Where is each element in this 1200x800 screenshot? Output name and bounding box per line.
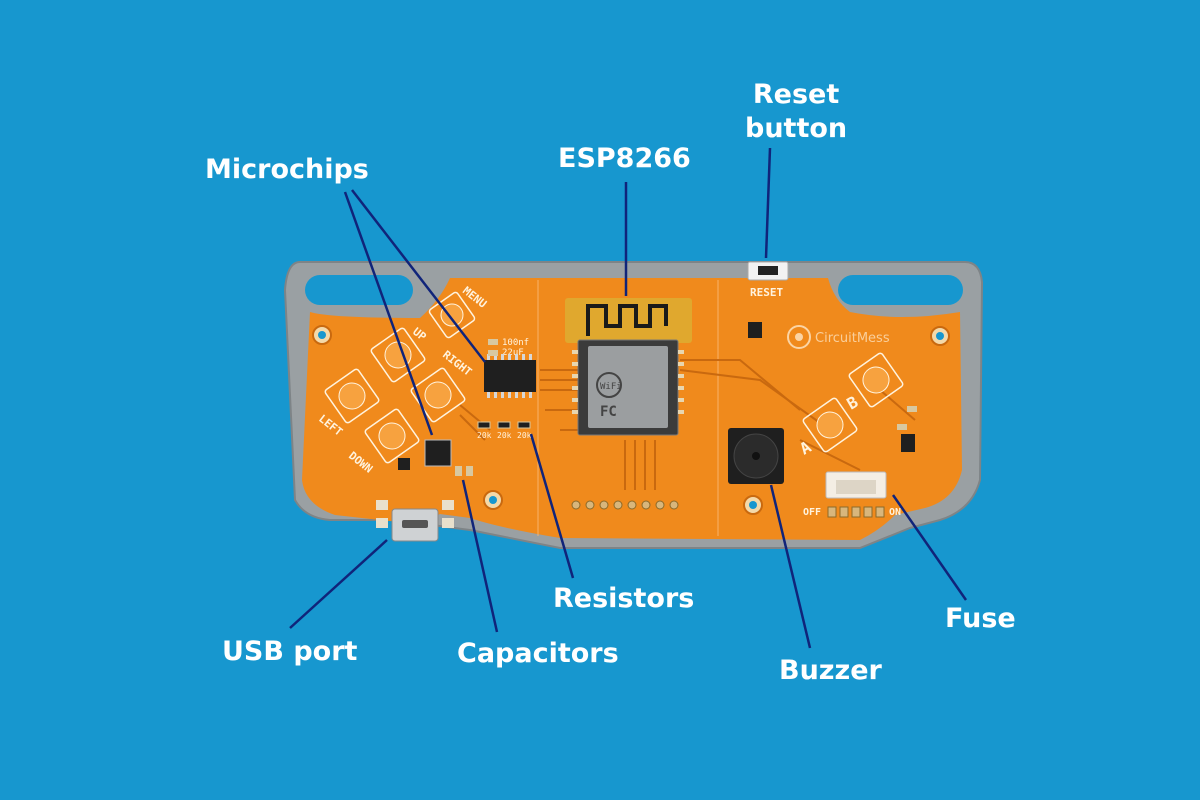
esp8266-pins bbox=[572, 350, 684, 414]
leader-usb-port bbox=[289, 539, 388, 629]
action-buttons bbox=[802, 352, 904, 453]
silk-on: ON bbox=[889, 507, 901, 518]
right-handle-slot bbox=[838, 275, 963, 305]
silk-res-b: 20k bbox=[497, 431, 512, 440]
silk-off: OFF bbox=[803, 507, 821, 518]
label-usb-port: USB port bbox=[222, 636, 358, 667]
reset-switch bbox=[747, 261, 789, 281]
leader-buzzer bbox=[769, 484, 812, 649]
leader-microchips-1 bbox=[343, 191, 434, 436]
leader-reset bbox=[764, 147, 772, 259]
leader-fuse bbox=[891, 494, 968, 601]
label-esp8266: ESP8266 bbox=[558, 143, 691, 174]
silkscreen-dividers bbox=[537, 280, 719, 536]
label-reset-line2: button bbox=[745, 113, 848, 144]
fuse-component bbox=[901, 434, 915, 452]
label-reset-button: Reset button bbox=[745, 78, 847, 146]
label-buzzer: Buzzer bbox=[779, 655, 882, 686]
power-switch-pins bbox=[827, 506, 885, 518]
svg-text:WiFi: WiFi bbox=[600, 382, 622, 392]
svg-text:FC: FC bbox=[600, 404, 617, 420]
usb-port-component bbox=[376, 500, 454, 542]
small-smd-component bbox=[398, 458, 410, 470]
microchip-qfn bbox=[424, 439, 452, 467]
buzzer-component bbox=[728, 428, 784, 484]
reset-side-ic bbox=[748, 322, 762, 338]
silk-100nf: 100nf bbox=[502, 338, 529, 348]
esp8266-module: WiFi FC bbox=[577, 339, 679, 436]
mounting-holes bbox=[312, 325, 950, 515]
silk-brand: CircuitMess bbox=[815, 331, 890, 346]
left-buttons bbox=[324, 291, 476, 464]
label-capacitors: Capacitors bbox=[457, 638, 619, 669]
label-microchips: Microchips bbox=[205, 154, 369, 185]
antenna-area bbox=[565, 298, 692, 343]
smd-capacitors bbox=[455, 339, 917, 476]
antenna-trace-icon bbox=[586, 304, 668, 336]
leader-lines bbox=[289, 147, 968, 649]
microchip-soic bbox=[484, 354, 536, 398]
battery-connector bbox=[825, 471, 887, 499]
silk-22uf: 22uF bbox=[502, 348, 524, 358]
pin-header bbox=[571, 500, 679, 510]
silk-res-a: 20k bbox=[477, 431, 492, 440]
label-fuse: Fuse bbox=[945, 603, 1016, 634]
silk-res-c: 20k bbox=[517, 431, 532, 440]
leader-microchips-2 bbox=[351, 189, 486, 363]
circuitmess-logo-icon bbox=[787, 325, 811, 349]
label-reset-line1: Reset bbox=[752, 79, 840, 110]
label-resistors: Resistors bbox=[553, 583, 695, 614]
left-handle-slot bbox=[305, 275, 413, 305]
smd-resistors bbox=[477, 421, 531, 429]
leader-resistors bbox=[529, 433, 575, 579]
silk-reset: RESET bbox=[750, 286, 783, 299]
leader-capacitors bbox=[461, 479, 499, 633]
